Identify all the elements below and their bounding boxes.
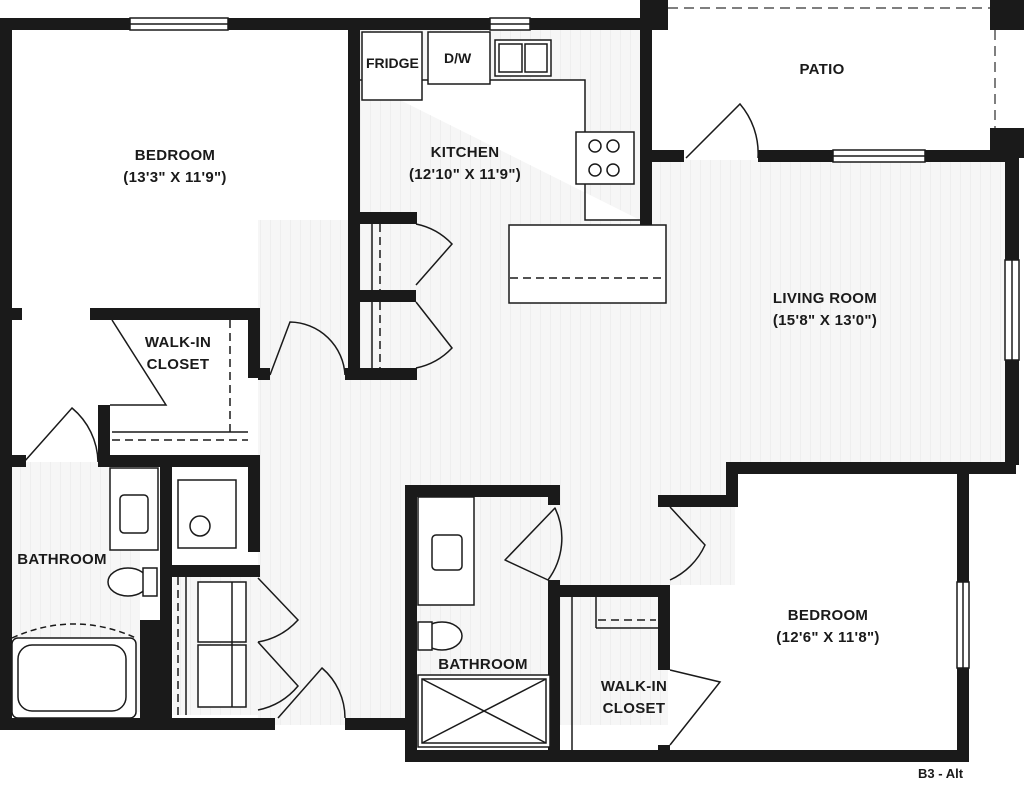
walk-in-closet-2-label: WALK-IN CLOSET <box>584 676 684 720</box>
walls <box>0 0 1024 762</box>
walk-in-closet-2-line2: CLOSET <box>602 700 666 717</box>
bedroom-2-label: BEDROOM (12'6" X 11'8") <box>743 605 913 649</box>
kitchen-fixtures <box>360 31 667 304</box>
windows <box>129 17 1020 669</box>
bedroom-2-dimensions: (12'6" X 11'8") <box>776 629 880 646</box>
bedroom-1-dimensions: (13'3" X 11'9") <box>123 169 227 186</box>
kitchen-label: KITCHEN (12'10" X 11'9") <box>385 142 545 186</box>
patio-area <box>668 7 996 130</box>
dishwasher-label: D/W <box>444 50 472 66</box>
kitchen-dimensions: (12'10" X 11'9") <box>408 166 522 183</box>
doors <box>23 102 759 746</box>
bedroom-1-name: BEDROOM <box>134 147 216 164</box>
plan-code: B3 - Alt <box>918 766 964 781</box>
fridge-label: FRIDGE <box>366 55 419 71</box>
walk-in-closet-1-label: WALK-IN CLOSET <box>128 332 228 376</box>
walk-in-closet-1-line2: CLOSET <box>146 356 210 373</box>
living-room-label: LIVING ROOM (15'8" X 13'0") <box>740 288 910 332</box>
walk-in-closet-2-line1: WALK-IN <box>600 678 668 695</box>
living-room-name: LIVING ROOM <box>772 290 878 307</box>
kitchen-name: KITCHEN <box>430 144 500 161</box>
bedroom-2-name: BEDROOM <box>787 607 869 624</box>
bathroom-2-label: BATHROOM <box>438 656 528 673</box>
bedroom-1-label: BEDROOM (13'3" X 11'9") <box>95 145 255 189</box>
living-room-dimensions: (15'8" X 13'0") <box>772 312 878 329</box>
bath-fixtures <box>11 467 551 748</box>
walk-in-closet-1-line1: WALK-IN <box>144 334 212 351</box>
patio-label: PATIO <box>799 61 845 78</box>
closet-shelves <box>112 224 658 750</box>
bathroom-1-label: BATHROOM <box>17 551 107 568</box>
laundry-fixtures <box>197 581 247 708</box>
